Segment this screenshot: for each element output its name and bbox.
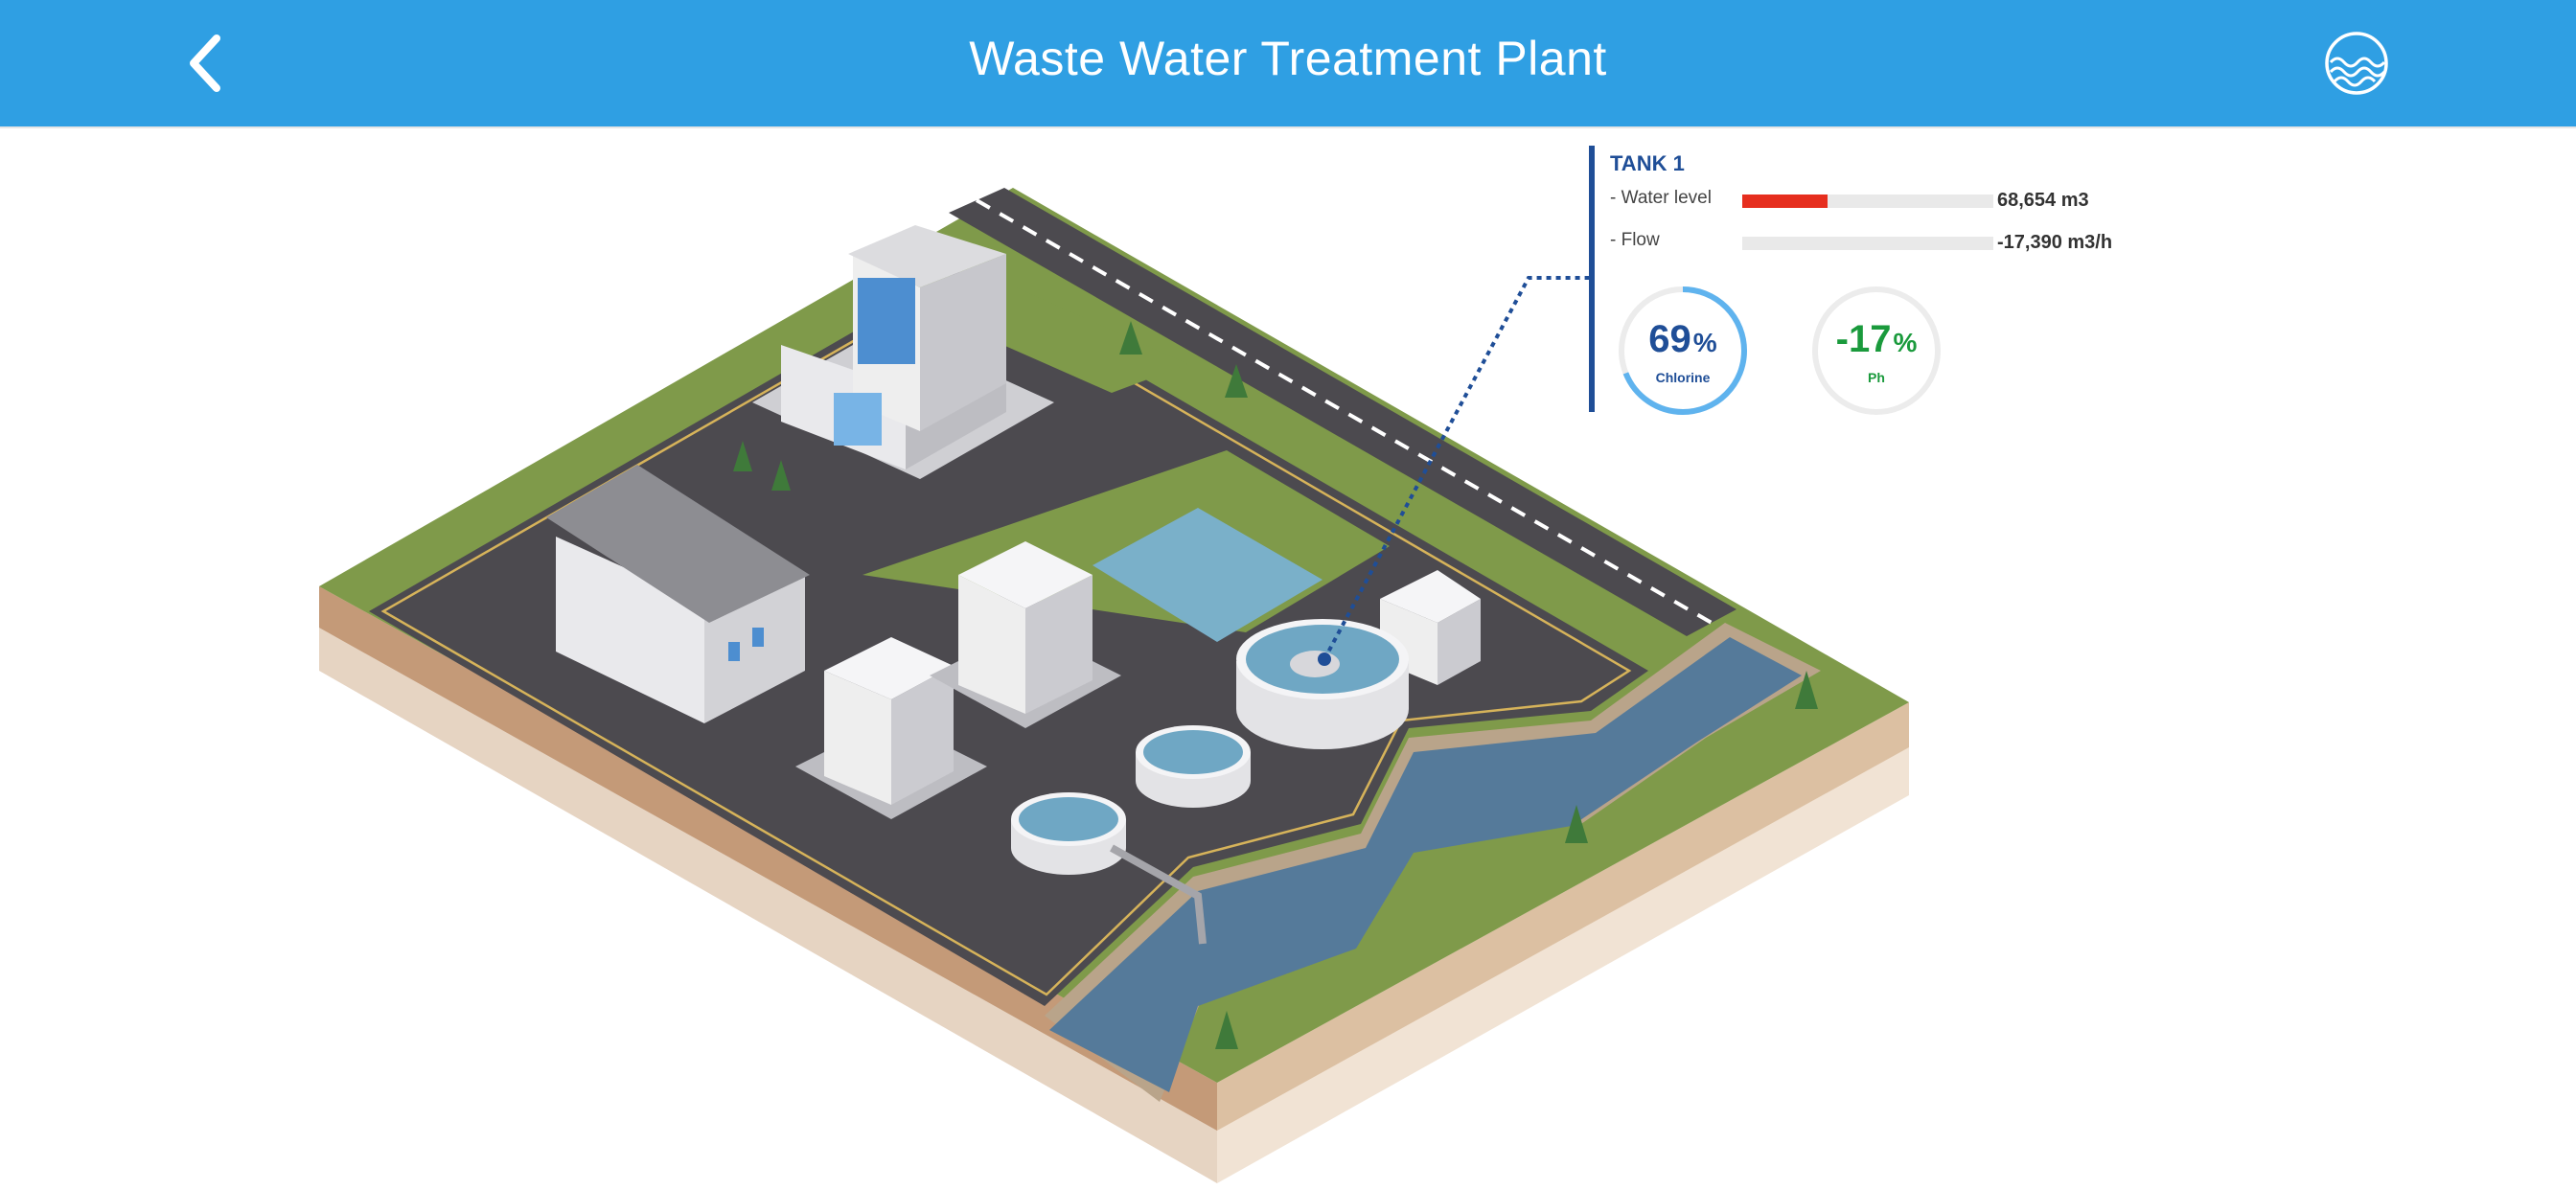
pump-house-roof: [1380, 570, 1481, 623]
clarifier-mid-water: [1143, 730, 1243, 774]
chlorine-gauge: 69% Chlorine: [1616, 284, 1750, 418]
outflow-pipe: [1110, 844, 1207, 945]
office-window-band: [858, 278, 915, 364]
tank-info-panel: TANK 1 - Water level 68,654 m3 - Flow -1…: [1589, 144, 2126, 415]
ground-slab-left-band: [319, 586, 1217, 1131]
water-level-label: - Water level: [1610, 188, 1712, 208]
ground-slab-right-band: [1217, 702, 1909, 1131]
office-tower-side: [920, 254, 1006, 431]
ph-value: -17%: [1835, 318, 1918, 360]
app-header: Waste Water Treatment Plant: [0, 0, 2576, 128]
tank-connector-line: [1322, 276, 1591, 660]
tank-bldg1-front: [824, 671, 891, 805]
chlorine-value: 69%: [1648, 318, 1717, 360]
back-button[interactable]: [172, 25, 249, 102]
warehouse-window: [752, 628, 764, 647]
water-level-bar-fill: [1742, 195, 1828, 208]
chevron-left-icon: [190, 34, 220, 92]
tank-bldg2-front: [958, 575, 1025, 714]
tank-title: TANK 1: [1610, 151, 1685, 175]
chlorine-label: Chlorine: [1655, 370, 1711, 385]
flow-bar: [1742, 237, 1993, 250]
clarifier-large-center: [1290, 651, 1340, 677]
road-center-line: [976, 198, 1713, 625]
ph-gauge: -17% Ph: [1809, 284, 1944, 418]
logo-button[interactable]: [2323, 30, 2390, 97]
flow-label: - Flow: [1610, 230, 1660, 250]
tank-bldg1-roof: [824, 637, 954, 699]
panel-accent-bar: [1589, 146, 1595, 412]
pump-house-side: [1438, 599, 1481, 685]
river: [1049, 637, 1802, 1092]
flow-value: -17,390 m3/h: [1997, 232, 2113, 253]
office-window: [834, 393, 882, 446]
page-title: Waste Water Treatment Plant: [969, 32, 1607, 85]
tank-bldg1-side: [891, 666, 954, 805]
water-level-value: 68,654 m3: [1997, 190, 2089, 211]
ph-label: Ph: [1868, 370, 1885, 385]
tank-marker[interactable]: [1318, 652, 1331, 666]
tank-bldg2-roof: [958, 541, 1092, 608]
clarifier-small-water: [1019, 797, 1118, 841]
warehouse-front: [556, 537, 704, 723]
office-roof: [848, 225, 1006, 287]
water-waves-icon: [2325, 32, 2388, 95]
chlorine-ring: [1619, 286, 1747, 415]
tank-bldg2-side: [1025, 575, 1092, 714]
warehouse-window: [728, 642, 740, 661]
warehouse-roof: [546, 465, 810, 623]
filter-pools: [1092, 508, 1322, 642]
tree-group: [733, 321, 1818, 1049]
ph-ring: [1812, 286, 1941, 415]
water-level-bar: [1742, 195, 1993, 208]
inner-grass-2: [949, 287, 1188, 393]
